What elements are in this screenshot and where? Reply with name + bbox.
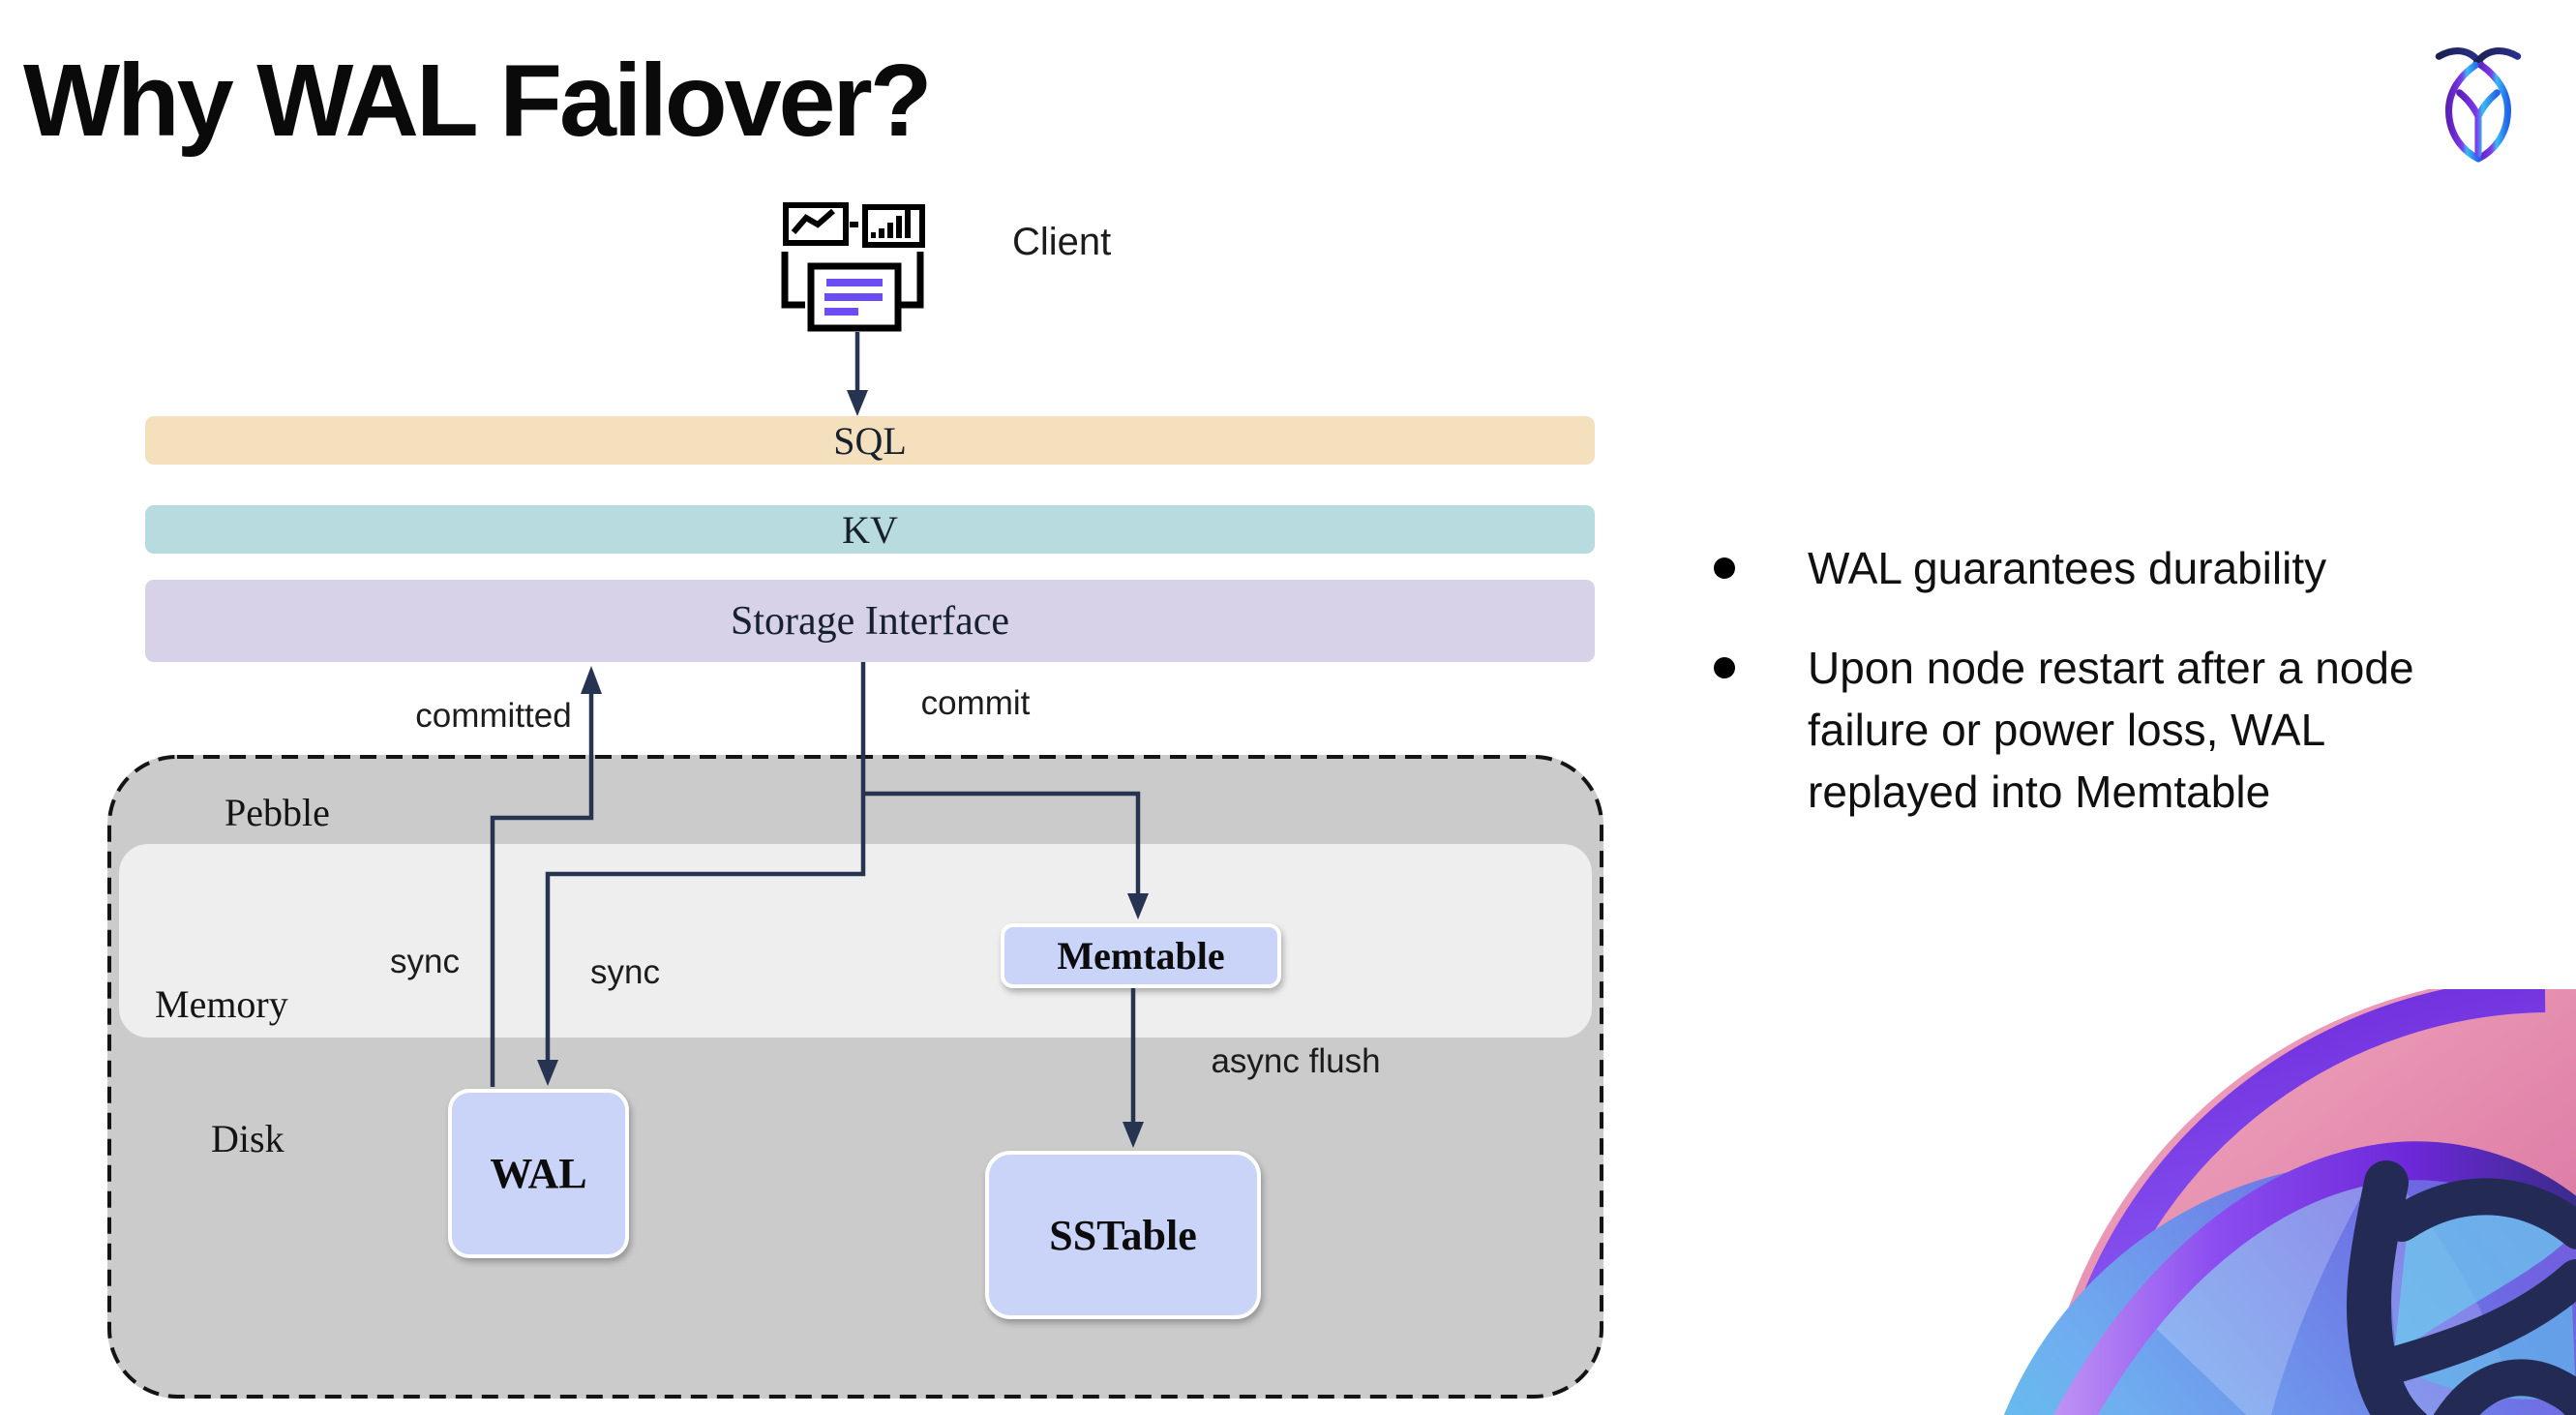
memtable-box-label: Memtable [1057,934,1225,978]
client-label: Client [1012,221,1112,263]
sstable-box: SSTable [985,1151,1261,1319]
brand-art-icon [2003,989,2576,1415]
layer-bar-storage-interface: Storage Interface [145,580,1595,662]
memory-region [119,844,1592,1038]
memtable-box: Memtable [1001,923,1281,988]
edge-label-sync-down: sync [590,953,660,991]
sstable-box-label: SSTable [1049,1211,1197,1259]
brand-art-decoration [1995,989,2576,1415]
list-item: WAL guarantees durability [1714,537,2546,599]
bullet-dot-icon [1714,557,1735,579]
bullet-dot-icon [1714,657,1735,678]
disk-label: Disk [211,1117,285,1160]
layer-bar-sql: SQL [145,416,1595,465]
wal-box: WAL [448,1089,629,1258]
layer-bar-sql-label: SQL [833,418,907,463]
layer-bar-kv: KV [145,505,1595,554]
key-points-list: WAL guarantees durability Upon node rest… [1714,537,2546,860]
bullet-text: WAL guarantees durability [1808,543,2327,593]
edge-label-async-flush: async flush [1211,1042,1381,1080]
slide-title: Why WAL Failover? [23,44,932,158]
bullet-text: Upon node restart after a node failure o… [1808,643,2414,817]
layer-bar-storage-label: Storage Interface [731,598,1009,644]
client-workstation-icon [781,202,925,332]
wal-box-label: WAL [490,1150,587,1197]
pebble-label: Pebble [225,791,330,834]
edge-label-sync-up: sync [390,943,460,980]
edge-label-commit: commit [920,684,1031,722]
edge-label-committed: committed [415,697,572,735]
cockroach-logo-icon [2435,47,2522,163]
layer-bar-kv-label: KV [842,507,898,552]
list-item: Upon node restart after a node failure o… [1714,637,2546,823]
memory-label: Memory [155,982,288,1026]
